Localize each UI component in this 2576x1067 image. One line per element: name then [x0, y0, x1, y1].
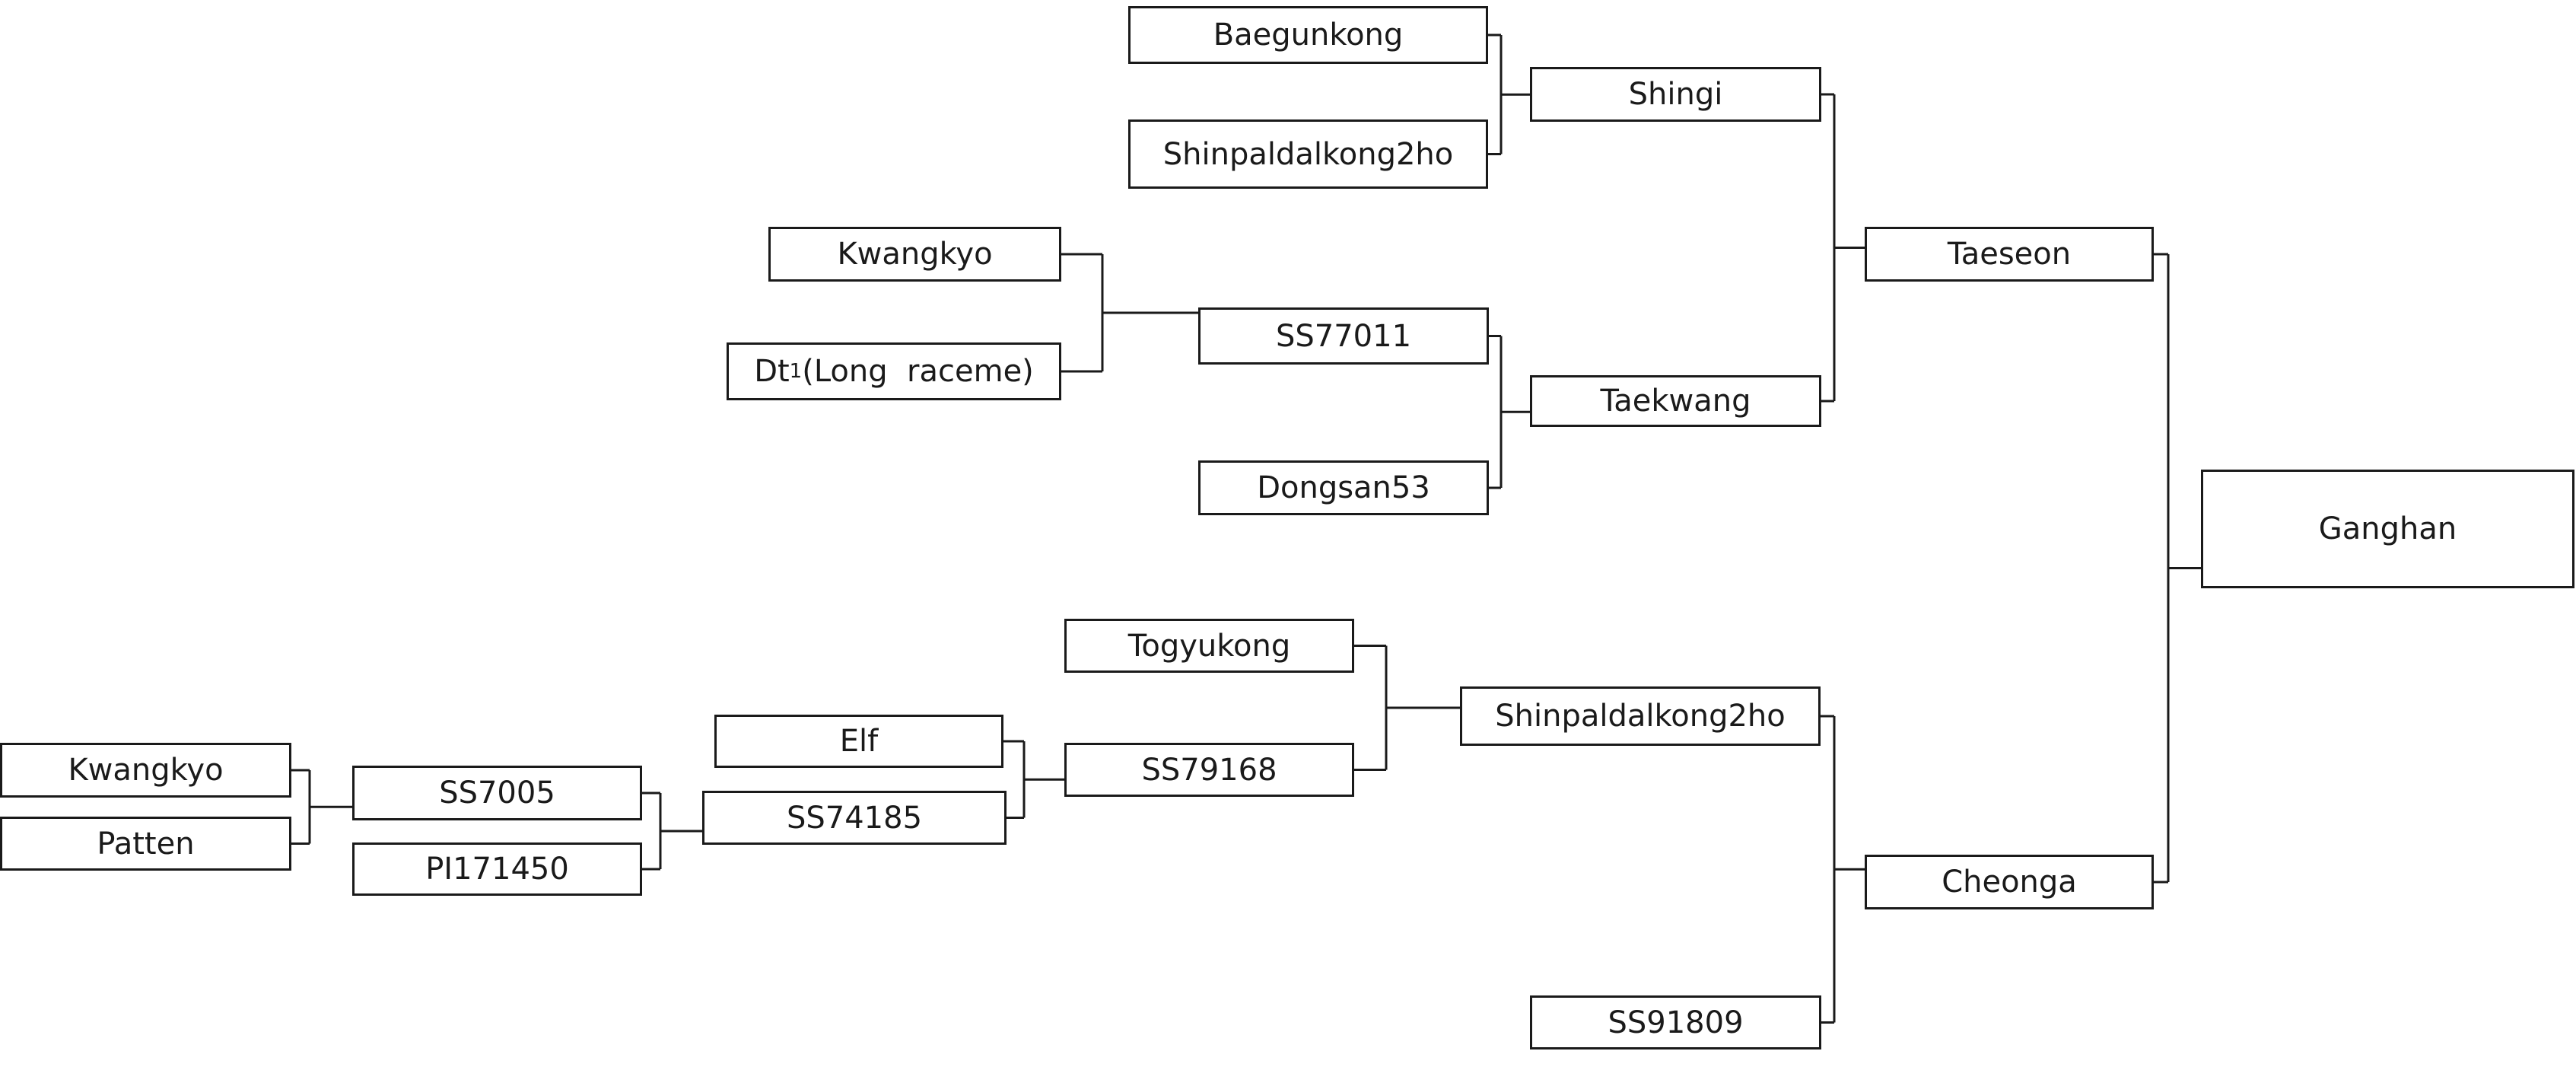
- node-label: Taekwang: [1600, 384, 1751, 419]
- node-cheonga: Cheonga: [1865, 855, 2154, 909]
- node-dongsan53: Dongsan53: [1198, 460, 1489, 515]
- node-shinpaldalkong2ho-top: Shinpaldalkong2ho: [1128, 119, 1488, 189]
- node-patten: Patten: [0, 817, 291, 871]
- node-label: SS74185: [786, 800, 923, 836]
- node-label-suffix: (Long raceme): [802, 354, 1034, 389]
- node-label: Taeseon: [1947, 237, 2072, 272]
- node-label: Ganghan: [2318, 511, 2457, 546]
- node-label: Baegunkong: [1213, 18, 1404, 53]
- node-label: SS7005: [439, 776, 555, 811]
- node-label: Shingi: [1628, 77, 1723, 112]
- node-ss74185: SS74185: [702, 791, 1007, 845]
- node-kwangkyo-top: Kwangkyo: [768, 227, 1061, 282]
- node-ss91809: SS91809: [1530, 995, 1821, 1049]
- node-label: Cheonga: [1942, 865, 2077, 900]
- node-togyukong: Togyukong: [1064, 619, 1354, 673]
- node-label: SS91809: [1608, 1005, 1744, 1040]
- node-label: Elf: [839, 724, 879, 759]
- node-ss79168: SS79168: [1064, 743, 1354, 797]
- node-label: SS79168: [1141, 752, 1277, 788]
- node-kwangkyo-bottom: Kwangkyo: [0, 743, 291, 798]
- node-shingi: Shingi: [1530, 67, 1821, 122]
- node-elf: Elf: [714, 715, 1003, 768]
- node-ganghan: Ganghan: [2201, 470, 2574, 588]
- node-label: Dongsan53: [1257, 470, 1430, 505]
- node-label: Shinpaldalkong2ho: [1495, 699, 1786, 734]
- node-label: Shinpaldalkong2ho: [1162, 136, 1454, 172]
- node-shinpaldalkong2ho-bottom: Shinpaldalkong2ho: [1460, 686, 1821, 746]
- node-label-subscript: 1: [789, 360, 803, 383]
- node-label: Togyukong: [1127, 628, 1291, 664]
- node-ss77011: SS77011: [1198, 307, 1489, 365]
- node-taekwang: Taekwang: [1530, 375, 1821, 427]
- node-label: PI171450: [425, 852, 569, 887]
- node-label: Kwangkyo: [837, 237, 993, 272]
- node-pi171450: PI171450: [352, 842, 642, 896]
- node-label: SS77011: [1275, 318, 1412, 354]
- node-label-prefix: Dt: [754, 354, 790, 389]
- node-label: Kwangkyo: [68, 753, 224, 788]
- node-ss7005: SS7005: [352, 766, 642, 820]
- node-baegunkong: Baegunkong: [1128, 6, 1488, 64]
- node-taeseon: Taeseon: [1865, 227, 2154, 282]
- node-label: Patten: [97, 826, 195, 862]
